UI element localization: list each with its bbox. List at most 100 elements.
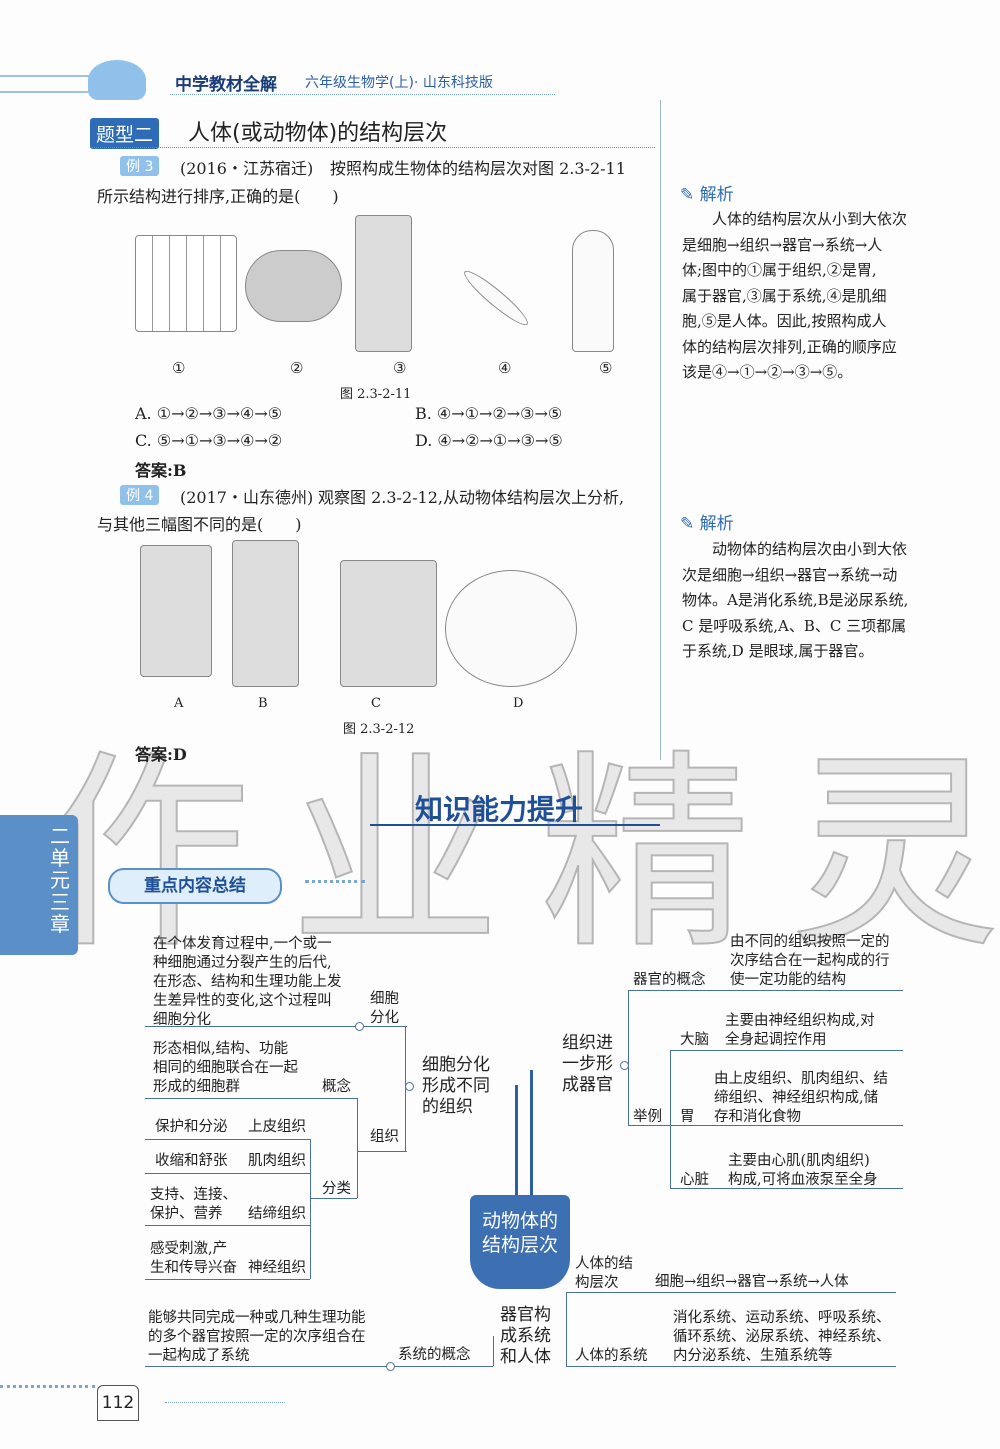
page-number: 112 (97, 1385, 139, 1421)
figure-caption: 图 2.3-2-11 (340, 387, 412, 402)
organ-concept-definition: 由不同的组织按照一定的 次序结合在一起构成的行 使一定功能的结构 (730, 934, 890, 988)
figure-urinary-system (232, 540, 299, 687)
analysis-2-body: 动物体的结构层次由小到大依 次是细胞→组织→器官→系统→动 物体。A是消化系统,… (682, 537, 908, 665)
connector (566, 1366, 896, 1367)
figure-cells (135, 235, 237, 332)
example-organ-description: 由上皮组织、肌肉组织、结 缔组织、神经组织构成,储 存和消化食物 (714, 1071, 888, 1125)
section-title: 人体(或动物体)的结构层次 (188, 121, 448, 146)
connector (566, 1292, 896, 1293)
connector (515, 1085, 518, 1205)
connector (145, 1173, 310, 1174)
example-4-text-2: 与其他三幅图不同的是( ) (97, 515, 302, 534)
center-node-book: 动物体的 结构层次 (470, 1195, 570, 1289)
figure-digestive-system (355, 215, 412, 352)
figure-label: A (174, 696, 184, 711)
section-badge: 题型二 (90, 118, 160, 149)
example-organ-name: 大脑 (680, 1032, 709, 1048)
tissue-function: 收缩和舒张 (155, 1153, 228, 1169)
knowledge-rule (370, 824, 660, 826)
example-organ-name: 胃 (680, 1109, 695, 1125)
analysis-line: 于系统,D 是眼球,属于器官。 (682, 642, 874, 660)
connector (310, 1198, 357, 1199)
chapter-side-tab-label: 二单元三章 (50, 824, 70, 936)
node (355, 1022, 364, 1031)
option-b: B. ④→①→②→③→⑤ (415, 404, 563, 423)
tissue-function: 保护和分泌 (155, 1119, 228, 1135)
example-organ-name: 心脏 (680, 1172, 709, 1188)
figure-respiratory-system (340, 560, 437, 687)
header-stripes (0, 75, 90, 93)
connector (530, 1070, 533, 1205)
connector (310, 1139, 311, 1279)
figure-caption: 图 2.3-2-12 (343, 722, 415, 737)
answer: 答案:B (135, 461, 187, 480)
branch-system-formation: 器官构 成系统 和人体 (500, 1305, 551, 1367)
example-3-source: (2016・江苏宿迁) (180, 159, 314, 178)
example-organ-description: 主要由神经组织构成,对 全身起调控作用 (725, 1013, 875, 1048)
figure-label: ④ (498, 359, 512, 377)
analysis-line: 体;图中的①属于组织,②是胃, (682, 261, 877, 279)
concept-label: 概念 (322, 1079, 351, 1095)
answer: 答案:D (135, 745, 187, 764)
analysis-line: 物体。A是消化系统,B是泌尿系统, (682, 591, 909, 609)
analysis-line: 是细胞→组织→器官→系统→人 (682, 235, 883, 254)
summary-pill: 重点内容总结 (108, 868, 282, 904)
connector (145, 1366, 390, 1367)
figure-stomach (245, 250, 342, 322)
header-rule (170, 94, 555, 95)
analysis-line: 体的结构层次排列,正确的顺序应 (682, 337, 897, 356)
example-3-tag: 例 3 (120, 156, 160, 176)
figure-label: C (371, 696, 381, 711)
body-levels-label: 人体的结 构层次 (575, 1256, 633, 1291)
tissue-name: 神经组织 (248, 1260, 306, 1276)
footer-dots (0, 1385, 95, 1388)
organ-concept-label: 器官的概念 (633, 972, 706, 988)
example-4-tag: 例 4 (120, 485, 160, 505)
example-3-text: 按照构成生物体的结构层次对图 2.3-2-11 (330, 159, 626, 178)
header-subtitle: 六年级生物学(上)· 山东科技版 (305, 75, 493, 91)
figure-label: ① (172, 359, 186, 377)
connector (628, 990, 629, 1125)
example-organ-description: 主要由心肌(肌肉组织) 构成,可将血液泵至全身 (728, 1153, 878, 1188)
classification-label: 分类 (322, 1181, 351, 1197)
connector (670, 1050, 903, 1051)
tissue-name: 上皮组织 (248, 1119, 306, 1135)
connector (145, 1098, 357, 1099)
analysis-line: 胞,⑤是人体。因此,按照构成人 (682, 312, 887, 330)
analysis-line: 属于器官,③属于系统,④是肌细 (682, 286, 887, 305)
column-divider (660, 100, 661, 760)
tissue-label: 组织 (370, 1129, 399, 1145)
body-levels: 细胞→组织→器官→系统→人体 (655, 1274, 849, 1290)
system-concept-definition: 能够共同完成一种或几种生理功能 的多个器官按照一定的次序组合在 一起构成了系统 (148, 1310, 366, 1364)
analysis-title: 解析 (699, 514, 734, 534)
branch-cell-differentiation: 细胞分化 形成不同 的组织 (422, 1055, 490, 1117)
connector (145, 1139, 310, 1140)
connector (390, 1366, 493, 1367)
cell-differentiation-definition: 在个体发育过程中,一个或一 种细胞通过分裂产生的后代, 在形态、结构和生理功能上… (153, 936, 342, 1028)
connector (670, 1188, 903, 1189)
analysis-line: C 是呼吸系统,A、B、C 三项都属 (682, 616, 907, 635)
analysis-line: 人体的结构层次从小到大依次 (712, 210, 908, 228)
analysis-line: 次是细胞→组织→器官→系统→动 (682, 565, 898, 584)
figure-human (572, 230, 614, 352)
connector (566, 1292, 567, 1366)
chapter-side-tab: 二单元三章 (0, 815, 78, 955)
example-4-source: (2017・山东德州) (180, 488, 314, 507)
connector (493, 1336, 494, 1366)
figure-digestive-system (140, 545, 212, 677)
tissue-function: 感受刺激,产 生和传导兴奋 (150, 1241, 237, 1276)
example-4-text: 观察图 2.3-2-12,从动物体结构层次上分析, (318, 488, 625, 507)
body-systems-list: 消化系统、运动系统、呼吸系统、 循环系统、泌尿系统、神经系统、 内分泌系统、生殖… (673, 1310, 891, 1364)
tissue-concept-definition: 形态相似,结构、功能 相同的细胞联合在一起 形成的细胞群 (153, 1041, 298, 1095)
pill-dots (305, 880, 365, 883)
header-series: 中学教材全解 (175, 75, 277, 95)
connector (357, 1151, 358, 1198)
figure-eyeball (445, 570, 577, 687)
connector (670, 1050, 671, 1188)
connector (145, 1225, 310, 1226)
node (405, 1082, 414, 1091)
book-logo-icon (88, 60, 146, 100)
connector (357, 1151, 407, 1152)
connector (145, 1026, 407, 1027)
